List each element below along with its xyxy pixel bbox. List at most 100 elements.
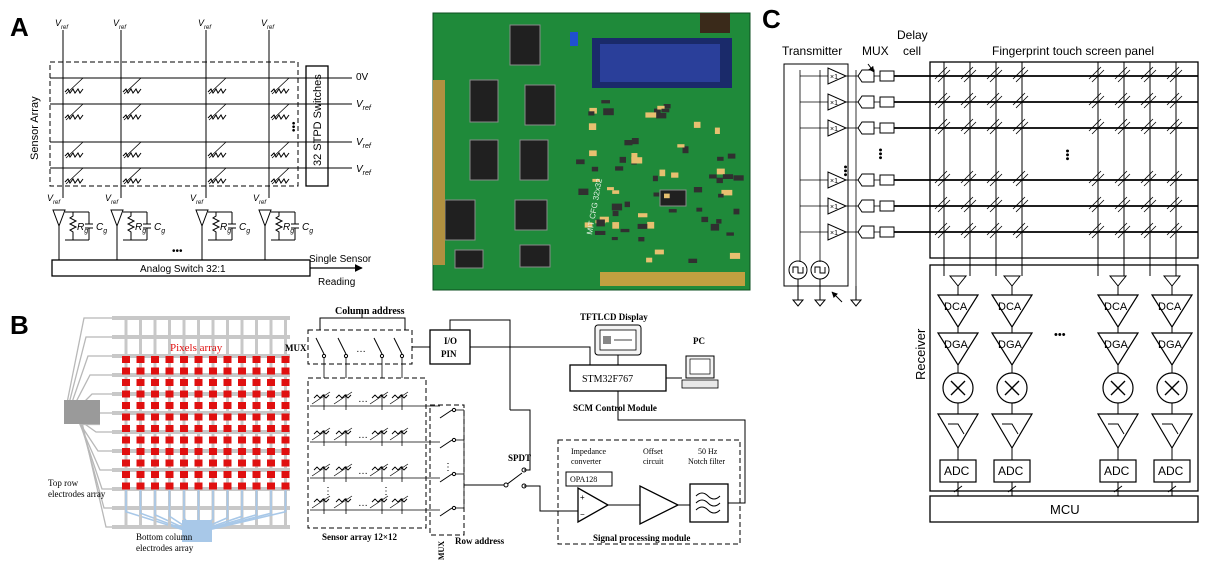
top-row-label-2: electrodes array bbox=[48, 489, 106, 499]
pcb-part bbox=[671, 172, 679, 178]
dga-amp bbox=[1150, 332, 1194, 367]
sensor-variable-arrow bbox=[123, 103, 142, 121]
resistive-sensor bbox=[122, 88, 142, 94]
pcb-part bbox=[733, 175, 744, 181]
mutual-capacitor bbox=[960, 196, 974, 210]
mutual-capacitor bbox=[960, 222, 974, 236]
pixel-cell bbox=[151, 402, 159, 409]
sensor-resistor bbox=[335, 466, 352, 471]
pixel-cell bbox=[238, 471, 246, 478]
pixel-cell bbox=[252, 356, 261, 363]
pcb-part bbox=[682, 146, 689, 154]
dga-amp bbox=[1096, 332, 1140, 367]
pcb-part bbox=[657, 105, 665, 110]
column-switches: … bbox=[315, 337, 405, 378]
pcb-chip bbox=[519, 244, 551, 268]
buffer-gain-label: ×1 bbox=[830, 204, 838, 211]
signal-sources bbox=[788, 260, 863, 307]
dga-amp bbox=[990, 332, 1034, 367]
pixel-cell bbox=[209, 448, 217, 455]
pcb-part bbox=[696, 207, 703, 212]
mutual-capacitor bbox=[1088, 118, 1102, 132]
pixel-cell bbox=[223, 402, 232, 409]
pixel-cell bbox=[252, 390, 261, 398]
mutual-capacitor bbox=[1114, 66, 1128, 80]
row-switch-node bbox=[451, 471, 457, 477]
pixel-cell bbox=[136, 379, 145, 386]
mutual-capacitor bbox=[1012, 196, 1026, 210]
delay-cell bbox=[879, 70, 895, 82]
impedance-opamp bbox=[577, 486, 610, 524]
pcb-part bbox=[654, 249, 664, 255]
vref-amp-label: Vref bbox=[47, 193, 61, 206]
row-switch bbox=[439, 439, 453, 449]
sensor-variable-arrow bbox=[271, 141, 290, 159]
pixel-cell bbox=[194, 448, 203, 455]
lowpass-filter bbox=[936, 413, 980, 450]
sensor-resistor bbox=[371, 394, 388, 399]
row-switch-node bbox=[451, 407, 457, 413]
pcb-part bbox=[709, 174, 717, 179]
top-row-trace bbox=[66, 336, 112, 411]
resistive-sensor bbox=[207, 114, 227, 120]
pcb-part bbox=[645, 112, 657, 118]
delay-cell bbox=[879, 96, 895, 108]
mux-label: MUX bbox=[862, 44, 889, 58]
mutual-capacitor bbox=[934, 170, 948, 184]
pixel-cell bbox=[238, 436, 246, 444]
pixel-cell bbox=[165, 390, 174, 398]
pixel-cell bbox=[281, 425, 290, 432]
pixel-cell bbox=[267, 482, 275, 490]
signal-processing-box bbox=[557, 439, 741, 545]
pixel-cell bbox=[180, 482, 188, 490]
pixel-cell bbox=[223, 448, 232, 455]
pixel-cell bbox=[165, 436, 174, 444]
pcb-part bbox=[701, 216, 709, 223]
tftlcd-label: TFTLCD Display bbox=[580, 312, 648, 322]
pcb-part bbox=[596, 219, 605, 227]
opa128-label: OPA128 bbox=[570, 475, 597, 484]
row-switch-node bbox=[451, 437, 457, 443]
mutual-capacitor bbox=[960, 66, 974, 80]
lowpass-filter bbox=[1150, 413, 1194, 450]
pixel-cell bbox=[267, 356, 275, 363]
bottom-column-connector bbox=[182, 520, 212, 542]
pcb-chip bbox=[514, 199, 548, 231]
pixel-cell bbox=[223, 482, 232, 490]
mixer-cross bbox=[1164, 380, 1180, 396]
sensor-variable-arrow bbox=[65, 167, 84, 185]
pixel-cell bbox=[267, 436, 275, 444]
pixel-cell bbox=[180, 425, 188, 432]
pixel-cell bbox=[165, 448, 174, 455]
pcb-part bbox=[595, 230, 606, 235]
mutual-capacitor bbox=[934, 196, 948, 210]
pcb-chips bbox=[444, 24, 687, 269]
stpd-switches-label: 32 STPD Switches bbox=[312, 74, 324, 166]
mutual-capacitor bbox=[1012, 92, 1026, 106]
pixel-cell bbox=[136, 448, 145, 455]
resistive-sensor bbox=[64, 88, 84, 94]
resistive-sensor bbox=[207, 178, 227, 184]
buffer-gain-label: ×1 bbox=[830, 126, 838, 133]
sensor-resistor bbox=[391, 498, 408, 503]
bottom-column-trace bbox=[154, 490, 189, 531]
buffer-gain-label: ×1 bbox=[830, 100, 838, 107]
pixel-cell bbox=[122, 413, 130, 421]
mutual-capacitor bbox=[1114, 222, 1128, 236]
pixel-cell bbox=[122, 425, 130, 432]
pixel-cell bbox=[122, 379, 130, 386]
spdt-switch[interactable] bbox=[505, 472, 523, 486]
pixel-cell bbox=[165, 471, 174, 478]
column-switch-node bbox=[379, 353, 385, 359]
pcb-part bbox=[612, 222, 620, 229]
sensor-array-label: Sensor Array bbox=[29, 96, 41, 160]
pixel-cell bbox=[209, 482, 217, 490]
mutual-capacitor bbox=[960, 170, 974, 184]
pixel-cell bbox=[238, 367, 246, 375]
pixel-cell bbox=[209, 367, 217, 375]
mutual-capacitor bbox=[1140, 222, 1154, 236]
resistive-sensor bbox=[64, 114, 84, 120]
spdt-label: SPDT bbox=[508, 453, 531, 463]
pixel-cell bbox=[180, 390, 188, 398]
